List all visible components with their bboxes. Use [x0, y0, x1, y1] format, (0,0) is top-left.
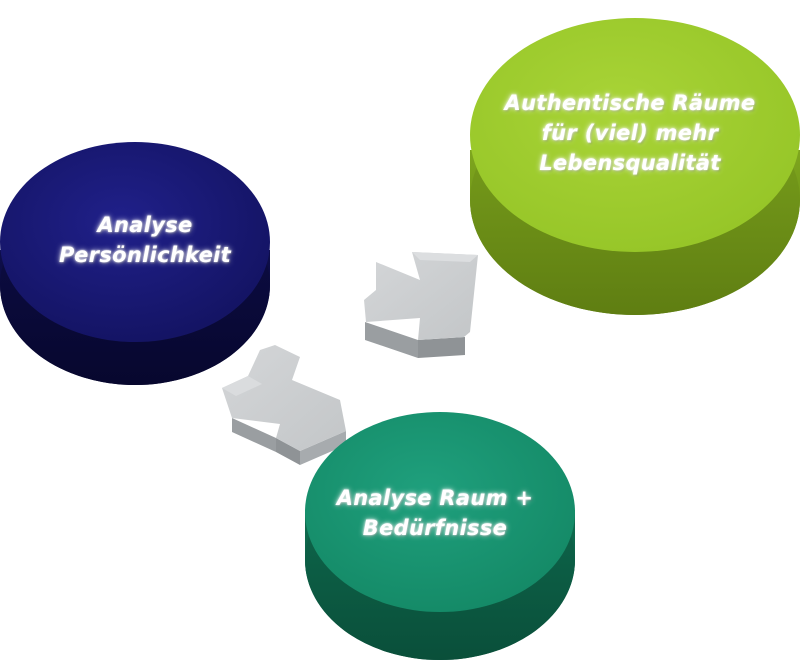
label-space-line2: Bedürfnisse: [362, 515, 508, 540]
label-analyse-space: Analyse Raum + Bedürfnisse: [300, 475, 570, 550]
disc-personality: [0, 142, 270, 385]
label-space-line1: Analyse Raum +: [336, 485, 534, 510]
disc-space: [305, 412, 575, 660]
label-personality-line1: Analyse: [97, 213, 193, 237]
label-analyse-personality: Analyse Persönlichkeit: [20, 205, 270, 275]
label-quality-line3: Lebensqualität: [539, 150, 721, 175]
disc-quality: [470, 18, 800, 315]
label-quality-line1: Authentische Räume: [504, 90, 756, 115]
arrow-up-right-icon: [364, 252, 478, 358]
label-quality-line2: für (viel) mehr: [541, 120, 719, 145]
label-authentic-spaces: Authentische Räume für (viel) mehr Leben…: [480, 80, 780, 185]
label-personality-line2: Persönlichkeit: [59, 243, 231, 267]
plus-icon: [222, 345, 346, 465]
